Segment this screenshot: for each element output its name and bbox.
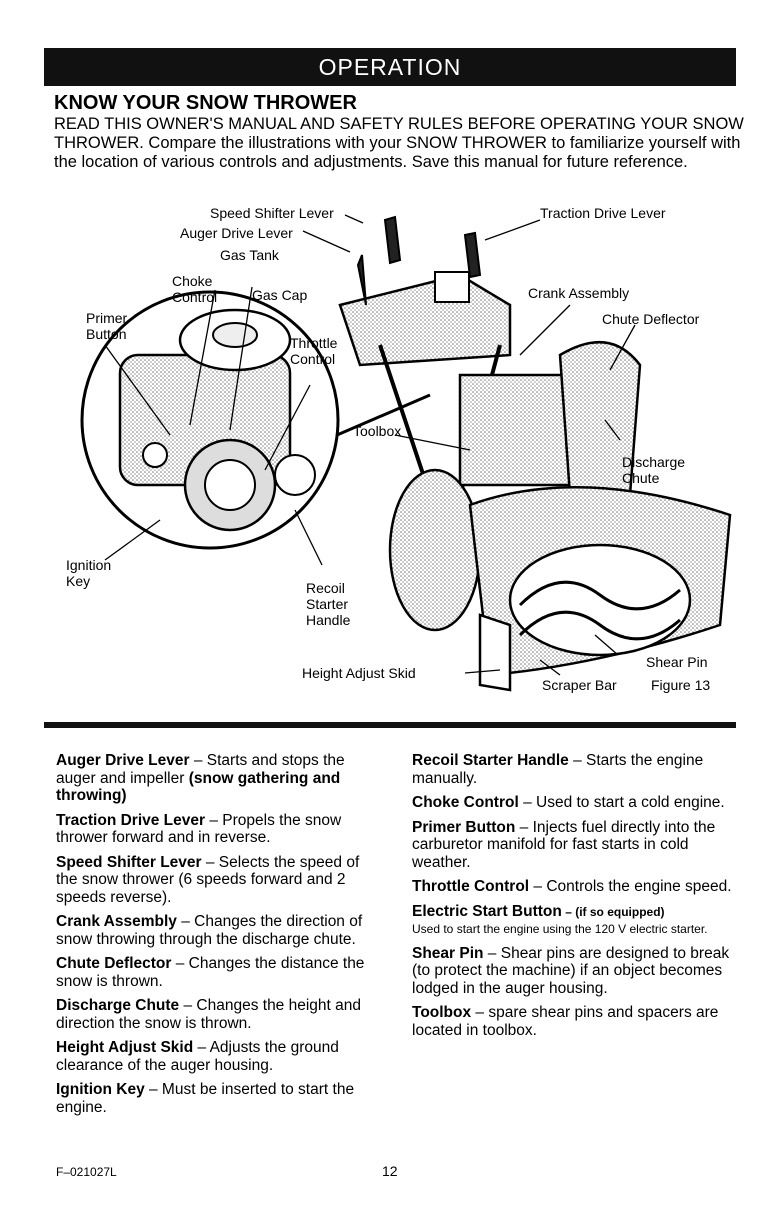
label-ignition-key-2: Key (66, 573, 91, 589)
entry-speed-shifter-lever: Speed Shifter Lever – Selects the speed … (56, 853, 360, 906)
label-scraper-bar: Scraper Bar (542, 677, 617, 693)
entry-recoil-starter-handle: Recoil Starter Handle – Starts the engin… (412, 752, 704, 787)
label-toolbox: Toolbox (353, 423, 402, 439)
label-height-adjust-skid: Height Adjust Skid (302, 665, 416, 681)
label-ignition-key-1: Ignition (66, 557, 112, 573)
label-throttle-control-2: Control (290, 351, 336, 367)
left-column: Auger Drive Lever – Starts and stops the… (56, 752, 381, 1123)
label-crank-assembly: Crank Assembly (528, 285, 630, 301)
intro-paragraph: READ THIS OWNER'S MANUAL AND SAFETY RULE… (54, 115, 744, 171)
label-choke-control-1: Choke (172, 273, 213, 289)
entry-shear-pin: Shear Pin – Shear pins are designed to b… (412, 944, 730, 997)
entry-primer-button: Primer Button – Injects fuel directly in… (412, 818, 716, 871)
entry-toolbox: Toolbox – spare shear pins and spacers a… (412, 1004, 719, 1039)
label-choke-control-2: Control (172, 289, 218, 305)
label-chute-deflector: Chute Deflector (602, 311, 700, 327)
section-divider (44, 722, 736, 728)
figure-number: Figure 13 (651, 677, 711, 693)
entry-auger-drive-lever: Auger Drive Lever – Starts and stops the… (56, 752, 345, 804)
entry-choke-control: Choke Control – Used to start a cold eng… (412, 794, 725, 811)
label-recoil-starter-3: Handle (306, 612, 351, 628)
section-banner: OPERATION (44, 48, 736, 86)
label-gas-tank: Gas Tank (220, 247, 279, 263)
entry-traction-drive-lever: Traction Drive Lever – Propels the snow … (56, 811, 342, 847)
entry-discharge-chute: Discharge Chute – Changes the height and… (56, 997, 362, 1032)
label-auger-drive-lever: Auger Drive Lever (180, 225, 293, 241)
label-recoil-starter-2: Starter (306, 596, 349, 612)
label-recoil-starter-1: Recoil (306, 580, 345, 596)
label-gas-cap: Gas Cap (252, 287, 308, 303)
snow-thrower-illustration (80, 214, 732, 692)
label-primer-button-1: Primer (86, 310, 128, 326)
page-heading: KNOW YOUR SNOW THROWER (54, 92, 357, 114)
entry-crank-assembly: Crank Assembly – Changes the direction o… (56, 913, 363, 948)
entry-ignition-key: Ignition Key – Must be inserted to start… (56, 1081, 355, 1116)
label-discharge-chute-1: Discharge (622, 454, 686, 470)
entry-height-adjust-skid: Height Adjust Skid – Adjusts the ground … (56, 1039, 339, 1074)
label-throttle-control-1: Throttle (290, 335, 338, 351)
label-discharge-chute-2: Chute (622, 470, 660, 486)
entry-electric-start-button: Electric Start Button – (if so equipped)… (412, 902, 708, 937)
label-shear-pin: Shear Pin (646, 654, 708, 670)
label-speed-shifter-lever: Speed Shifter Lever (210, 205, 334, 221)
entry-throttle-control: Throttle Control – Controls the engine s… (412, 878, 732, 895)
page-number: 12 (382, 1163, 398, 1179)
snow-thrower-figure: Speed Shifter Lever Auger Drive Lever Ga… (40, 195, 740, 705)
label-traction-drive-lever: Traction Drive Lever (540, 205, 666, 221)
label-primer-button-2: Button (86, 326, 127, 342)
document-code: F–021027L (56, 1165, 117, 1179)
entry-chute-deflector: Chute Deflector – Changes the distance t… (56, 955, 365, 990)
right-column: Recoil Starter Handle – Starts the engin… (412, 752, 737, 1046)
